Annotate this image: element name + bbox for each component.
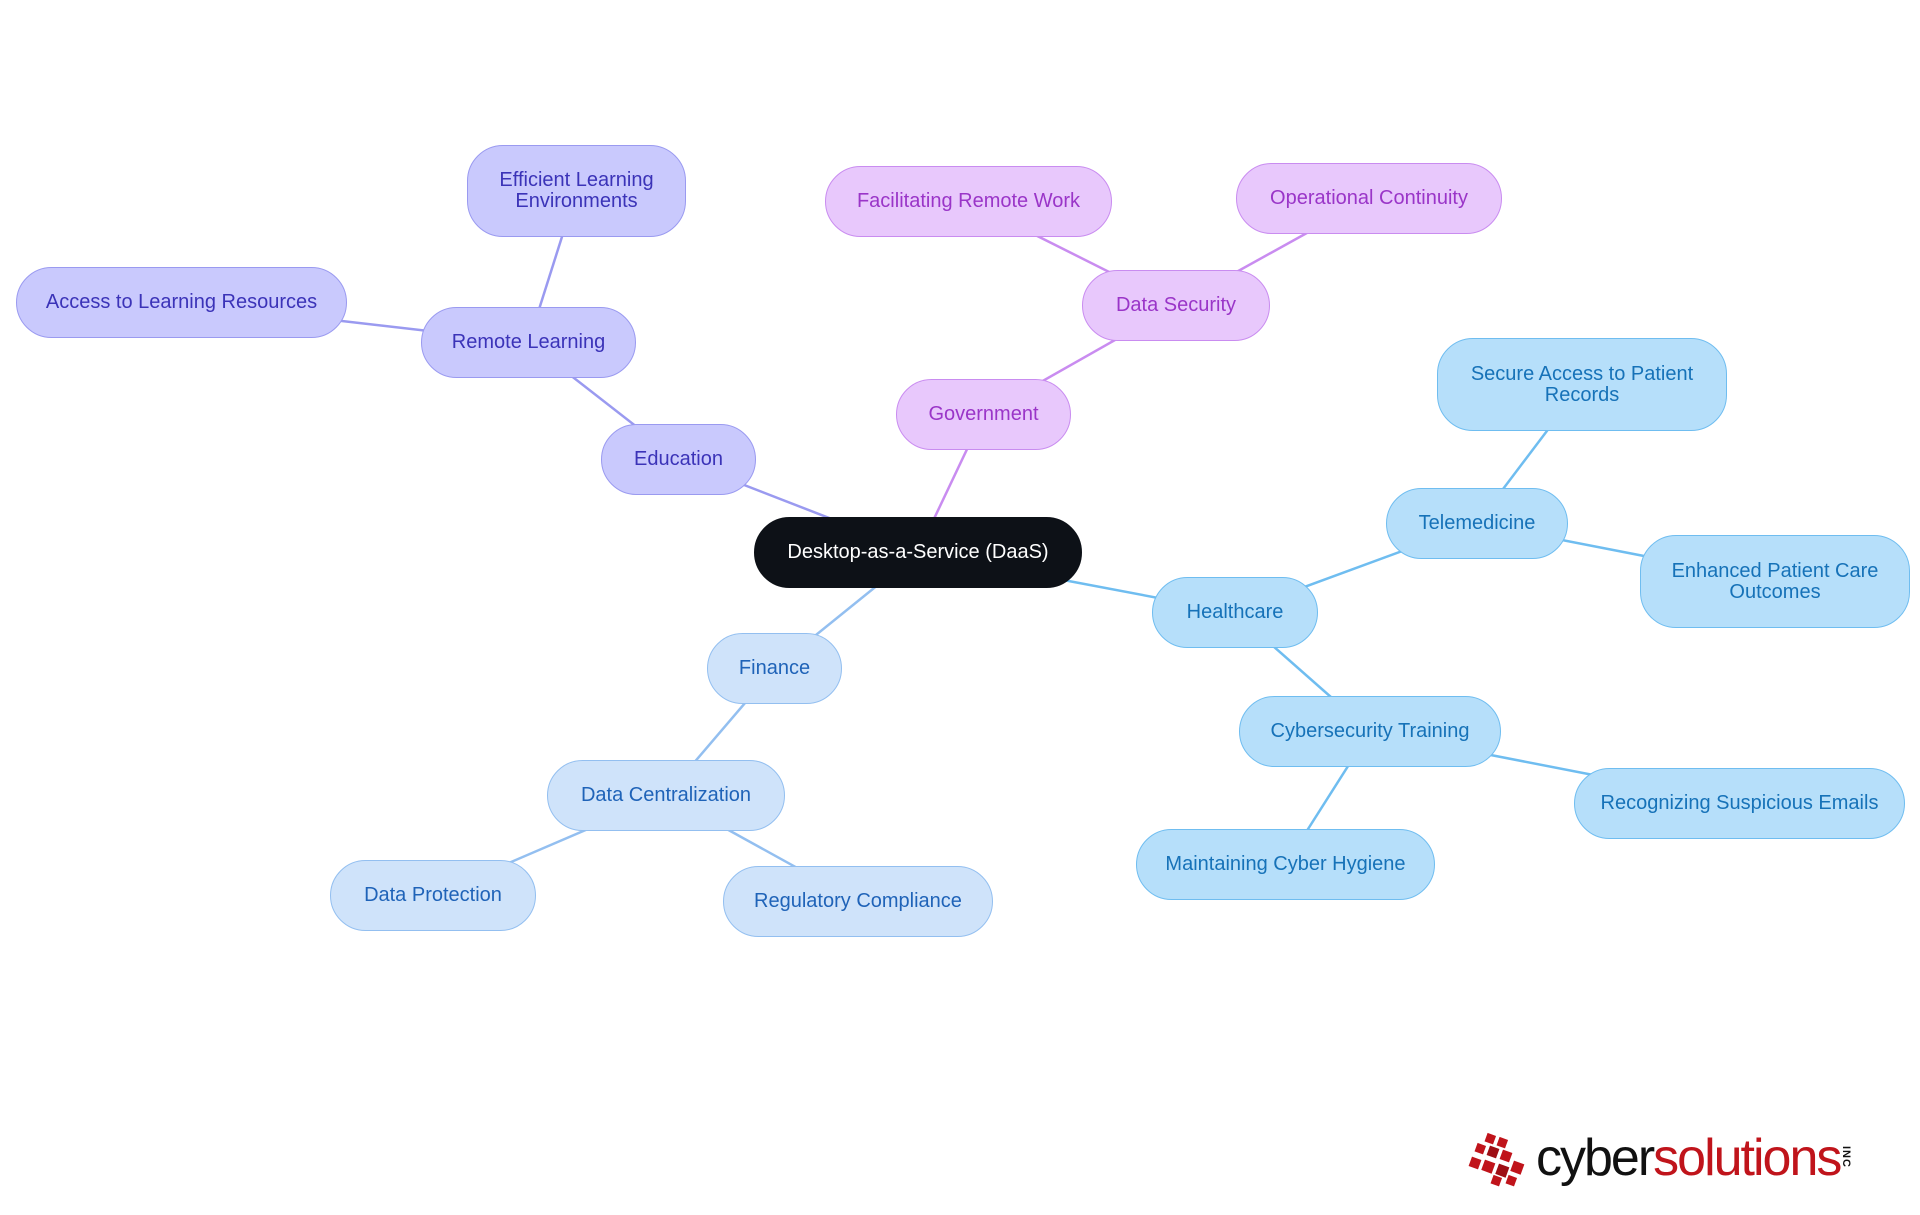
patient-care-label: Enhanced Patient Care Outcomes	[1671, 559, 1879, 603]
node-regulatory-compliance[interactable]: Regulatory Compliance	[723, 866, 993, 937]
node-secure-access[interactable]: Secure Access to Patient Records	[1437, 338, 1727, 431]
education-label: Education	[634, 448, 723, 470]
healthcare-label: Healthcare	[1186, 601, 1284, 623]
node-healthcare[interactable]: Healthcare	[1152, 577, 1318, 648]
logo-word-solutions: solutions	[1653, 1129, 1842, 1187]
government-label: Government	[928, 403, 1039, 425]
regulatory-compliance-label: Regulatory Compliance	[754, 890, 962, 912]
node-education[interactable]: Education	[601, 424, 756, 495]
logo-wordmark: cybersolutions	[1536, 1126, 1842, 1190]
node-finance[interactable]: Finance	[707, 633, 842, 704]
root-node[interactable]: Desktop-as-a-Service (DaaS)	[754, 517, 1082, 588]
node-data-centralization[interactable]: Data Centralization	[547, 760, 785, 831]
data-protection-label: Data Protection	[364, 884, 502, 906]
node-remote-work[interactable]: Facilitating Remote Work	[825, 166, 1112, 237]
logo-mark-icon	[1468, 1132, 1525, 1187]
node-remote-learning[interactable]: Remote Learning	[421, 307, 636, 378]
secure-access-label: Secure Access to Patient Records	[1470, 362, 1694, 406]
logo-inc: INC	[1840, 1146, 1852, 1168]
node-patient-care[interactable]: Enhanced Patient Care Outcomes	[1640, 535, 1910, 628]
node-cyber-hygiene[interactable]: Maintaining Cyber Hygiene	[1136, 829, 1435, 900]
continuity-label: Operational Continuity	[1270, 187, 1468, 209]
remote-learning-label: Remote Learning	[451, 331, 606, 353]
efficient-learning-label: Efficient Learning Environments	[499, 169, 654, 212]
node-efficient-learning[interactable]: Efficient Learning Environments	[467, 145, 686, 237]
data-security-label: Data Security	[1115, 294, 1237, 316]
finance-label: Finance	[738, 657, 811, 679]
suspicious-emails-label: Recognizing Suspicious Emails	[1600, 792, 1879, 814]
node-continuity[interactable]: Operational Continuity	[1236, 163, 1502, 234]
node-suspicious-emails[interactable]: Recognizing Suspicious Emails	[1574, 768, 1905, 839]
telemedicine-label: Telemedicine	[1418, 512, 1536, 534]
access-resources-label: Access to Learning Resources	[45, 291, 318, 313]
cyber-training-label: Cybersecurity Training	[1270, 720, 1470, 742]
node-data-security[interactable]: Data Security	[1082, 270, 1270, 341]
cyber-hygiene-label: Maintaining Cyber Hygiene	[1165, 853, 1406, 875]
logo-word-cyber: cyber	[1536, 1129, 1655, 1187]
node-access-resources[interactable]: Access to Learning Resources	[16, 267, 347, 338]
company-logo: cybersolutions INC	[1468, 1126, 1878, 1196]
data-centralization-label: Data Centralization	[580, 784, 752, 806]
node-telemedicine[interactable]: Telemedicine	[1386, 488, 1568, 559]
node-data-protection[interactable]: Data Protection	[330, 860, 536, 931]
root-label: Desktop-as-a-Service (DaaS)	[787, 541, 1049, 563]
remote-work-label: Facilitating Remote Work	[856, 190, 1081, 212]
node-government[interactable]: Government	[896, 379, 1071, 450]
node-cyber-training[interactable]: Cybersecurity Training	[1239, 696, 1501, 767]
